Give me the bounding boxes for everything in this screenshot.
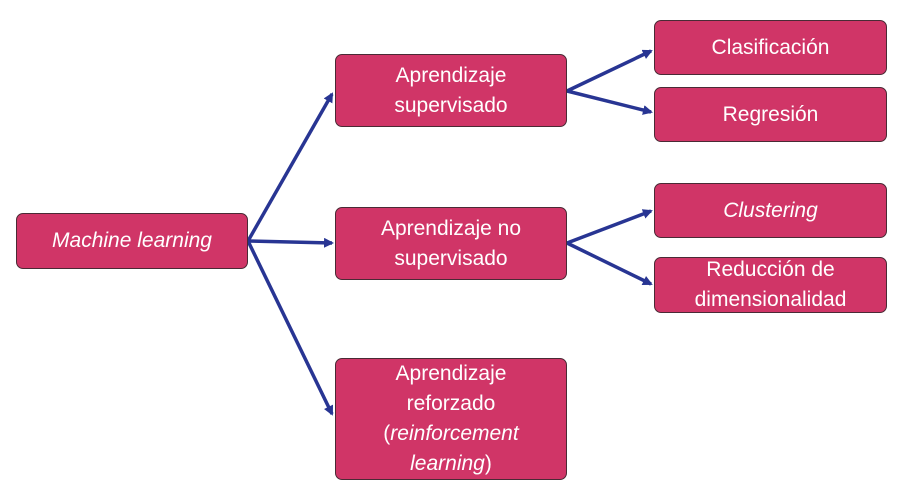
node-supervised-line1: Aprendizaje bbox=[395, 63, 507, 87]
node-classification: Clasificación bbox=[654, 20, 887, 75]
node-supervised-line2: supervisado bbox=[394, 93, 508, 117]
node-unsupervised-line2: supervisado bbox=[394, 246, 508, 270]
node-reinforced-line2: reforzado bbox=[406, 392, 496, 415]
node-reinforced-term-1: reinforcement bbox=[390, 422, 519, 445]
node-reinforced-line1: Aprendizaje bbox=[395, 362, 507, 385]
arrow-unsupervised-to-dim-reduction bbox=[566, 241, 653, 286]
node-classification-label: Clasificación bbox=[711, 35, 830, 59]
node-reinforced-open-paren: ( bbox=[383, 422, 391, 445]
node-clustering: Clustering bbox=[654, 183, 887, 238]
arrow-supervised-to-regression bbox=[566, 89, 653, 115]
node-unsupervised-learning: Aprendizaje no supervisado bbox=[335, 207, 567, 280]
node-reinforced-line4: learning) bbox=[383, 449, 518, 479]
node-regression-label: Regresión bbox=[722, 102, 819, 126]
arrow-root-to-unsupervised bbox=[247, 237, 334, 248]
arrow-root-to-supervised bbox=[246, 92, 334, 242]
node-dimensionality-reduction: Reducción de dimensionalidad bbox=[654, 257, 887, 313]
node-clustering-label: Clustering bbox=[723, 198, 818, 222]
node-reinforced-line3: (reinforcement bbox=[383, 419, 518, 449]
arrow-unsupervised-to-clustering bbox=[566, 209, 653, 245]
node-unsupervised-line1: Aprendizaje no bbox=[380, 216, 522, 240]
node-supervised-learning: Aprendizaje supervisado bbox=[335, 54, 567, 127]
node-machine-learning-label: Machine learning bbox=[52, 229, 212, 252]
node-reinforced-term-2: learning bbox=[410, 452, 485, 475]
arrow-root-to-reinforced bbox=[246, 240, 334, 416]
node-regression: Regresión bbox=[654, 87, 887, 142]
node-machine-learning: Machine learning bbox=[16, 213, 248, 269]
arrow-supervised-to-classification bbox=[566, 49, 653, 93]
node-dim-reduction-line2: dimensionalidad bbox=[694, 288, 847, 311]
node-reinforced-close-paren: ) bbox=[484, 452, 492, 475]
node-dim-reduction-line1: Reducción de bbox=[706, 258, 835, 281]
node-reinforcement-learning: Aprendizaje reforzado (reinforcement lea… bbox=[335, 358, 567, 480]
